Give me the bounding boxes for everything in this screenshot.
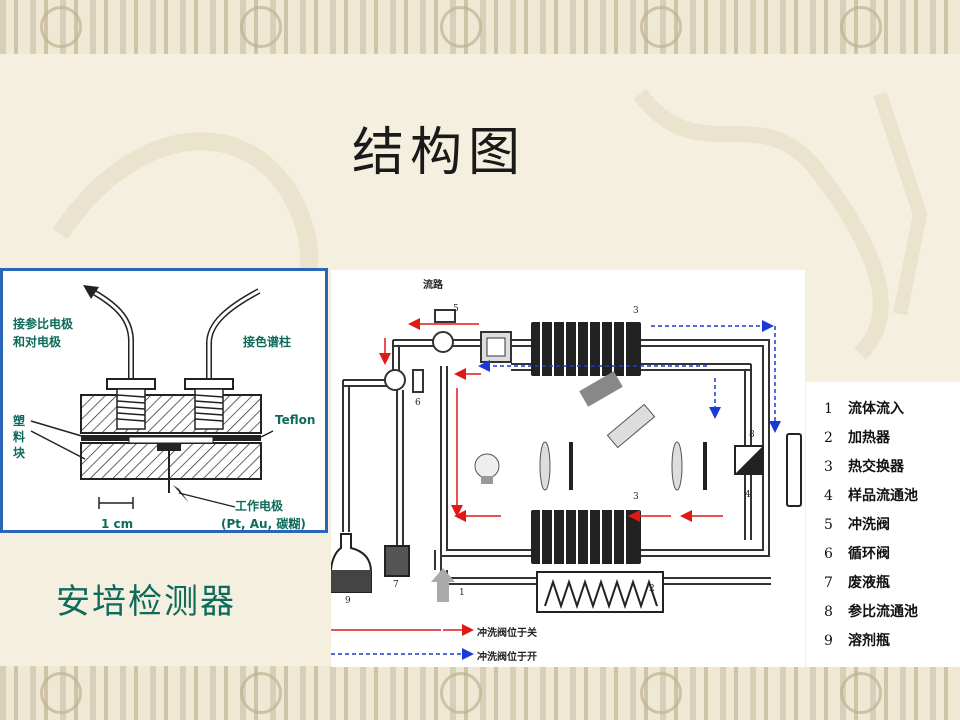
bottom-border-band	[0, 666, 960, 720]
flow-schematic	[330, 309, 802, 660]
knot-ornament	[40, 6, 82, 48]
flow-number-5: 5	[453, 304, 459, 314]
knot-ornament	[840, 672, 882, 714]
flow-number-7: 7	[393, 580, 399, 590]
knot-ornament	[240, 6, 282, 48]
flow-number-9: 9	[345, 596, 351, 606]
knot-ornament	[640, 6, 682, 48]
label-reference-electrode: 接参比电极 和对电极	[13, 317, 74, 349]
knot-ornament	[40, 672, 82, 714]
label-column: 接色谱柱	[243, 335, 292, 349]
flow-path-diagram: 流路 5 3 3 6 4 8 2 1 7 9 冲洗阀位于关 冲洗阀位于开	[330, 270, 805, 667]
knot-ornament	[240, 672, 282, 714]
legend-blue-label: 冲洗阀位于开	[477, 652, 537, 663]
detector-cross-section	[30, 285, 274, 509]
label-plastic-block: 塑 料 块	[13, 414, 26, 460]
flow-number-1: 1	[459, 588, 465, 598]
label-working-electrode: 工作电极	[235, 499, 284, 513]
label-electrode-materials: (Pt, Au, 碳糊)	[221, 517, 306, 531]
legend-red-label: 冲洗阀位于关	[477, 628, 537, 639]
flow-number-6: 6	[415, 398, 421, 408]
flow-number-8: 8	[749, 430, 755, 440]
label-teflon: Teflon	[275, 413, 316, 427]
flow-number-4: 4	[745, 490, 751, 500]
detector-diagram: 接参比电极 和对电极 接色谱柱 塑 料 块 Teflon 工作电极 (Pt, A…	[0, 268, 328, 533]
flow-number-3-top: 3	[633, 306, 639, 316]
knot-ornament	[440, 6, 482, 48]
flow-number-3-bottom: 3	[633, 492, 639, 502]
label-scale: 1 cm	[101, 517, 134, 531]
top-border-band	[0, 0, 960, 54]
detector-caption: 安培检测器	[56, 582, 236, 622]
knot-ornament	[840, 6, 882, 48]
flow-diagram-title: 流路	[423, 280, 443, 291]
knot-ornament	[640, 672, 682, 714]
page-title: 结构图	[352, 123, 527, 183]
flow-number-2: 2	[649, 584, 655, 594]
knot-ornament	[440, 672, 482, 714]
